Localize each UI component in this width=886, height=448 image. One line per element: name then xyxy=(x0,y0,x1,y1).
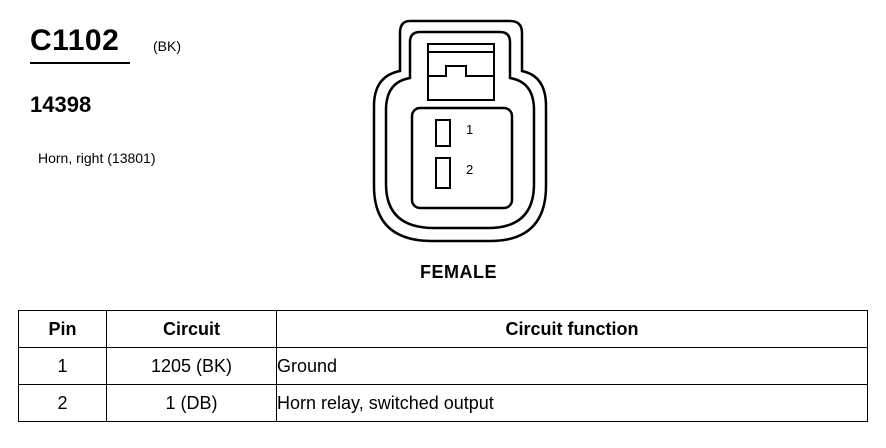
terminal-pin-1 xyxy=(435,119,451,147)
pinout-table: Pin Circuit Circuit function 1 1205 (BK)… xyxy=(18,310,868,422)
connector-gender-label: FEMALE xyxy=(420,262,497,282)
connector-id: C1102 xyxy=(30,24,120,57)
terminal-pin-2 xyxy=(435,157,451,189)
connector-description: Horn, right (13801) xyxy=(38,150,156,166)
part-number: 14398 xyxy=(30,92,92,117)
header-circuit: Circuit xyxy=(106,310,277,348)
pin-label-1: 1 xyxy=(466,122,473,137)
circuit-function-cell: Ground xyxy=(276,347,868,385)
table-header-row: Pin Circuit Circuit function xyxy=(18,310,868,348)
header-pin: Pin xyxy=(18,310,107,348)
terminal-block xyxy=(410,106,514,210)
pin-label-2: 2 xyxy=(466,162,473,177)
table-row: 1 1205 (BK) Ground xyxy=(18,347,868,385)
circuit-function-cell: Horn relay, switched output xyxy=(276,384,868,422)
housing-outer-outline xyxy=(372,19,548,243)
pin-cell: 2 xyxy=(18,384,107,422)
table-row: 2 1 (DB) Horn relay, switched output xyxy=(18,384,868,422)
connector-id-underline xyxy=(30,62,130,64)
circuit-cell: 1205 (BK) xyxy=(106,347,277,385)
locking-tab xyxy=(427,43,495,101)
locking-tab-latch xyxy=(428,51,494,77)
connector-face-diagram: 1 2 xyxy=(372,19,548,243)
housing-inner-outline xyxy=(384,30,536,230)
header-circuit-function: Circuit function xyxy=(276,310,868,348)
circuit-cell: 1 (DB) xyxy=(106,384,277,422)
pin-cell: 1 xyxy=(18,347,107,385)
wire-color-code: (BK) xyxy=(153,38,181,54)
